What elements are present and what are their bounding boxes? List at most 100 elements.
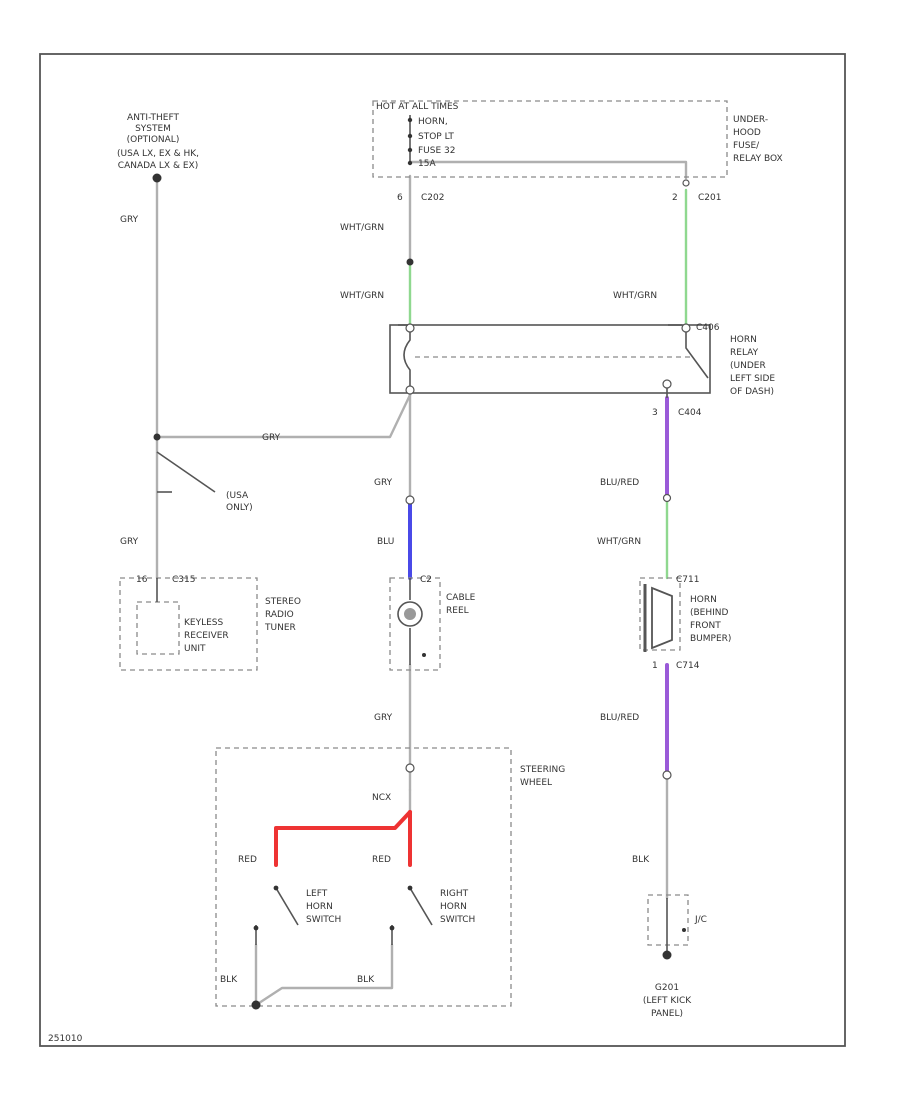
c404-pin-label: 3: [652, 408, 658, 418]
wire-label-gry-top-left: GRY: [120, 215, 139, 225]
left-switch-label-2: HORN: [306, 902, 333, 912]
cable-reel-spool-inner: [404, 608, 416, 620]
wire-label-wht-grn-2: WHT/GRN: [340, 291, 384, 301]
horn-body: [651, 586, 673, 650]
ground-label-1: G201: [655, 983, 679, 993]
wire-label-gry-left-low: GRY: [120, 537, 139, 547]
wire-gry-to-relay: [155, 393, 412, 439]
fuse-location-3: FUSE/: [733, 141, 760, 151]
connector-gry-blu: [405, 495, 415, 505]
relay-pin-br: [662, 379, 672, 389]
c202-pin-label: 6: [397, 193, 403, 203]
horn-relay-label-4: LEFT SIDE: [730, 374, 775, 384]
diagram-frame: [39, 53, 846, 1047]
wire-label-gry-center: GRY: [374, 478, 393, 488]
cable-reel-label-1: CABLE: [446, 593, 476, 603]
c404-label: C404: [678, 408, 702, 418]
wire-label-red-left: RED: [238, 855, 257, 865]
right-switch-label-3: SWITCH: [440, 915, 475, 925]
left-switch-label-3: SWITCH: [306, 915, 341, 925]
left-switch-pin-top: [273, 885, 279, 891]
fuse-line-2: STOP LT: [418, 132, 454, 142]
anti-theft-label-1: ANTI-THEFT: [127, 113, 179, 123]
c201-pin-label: 2: [672, 193, 678, 203]
keyless-label-2: RECEIVER: [184, 631, 229, 641]
wire-label-blu: BLU: [377, 537, 394, 547]
anti-theft-label-2: SYSTEM: [135, 124, 171, 134]
wire-label-gry-mid: GRY: [262, 433, 281, 443]
right-switch-label-1: RIGHT: [440, 889, 469, 899]
stereo-label-2: RADIO: [265, 610, 294, 620]
fuse-pin-3: [407, 147, 413, 153]
c2-label: C2: [420, 575, 432, 585]
ground-label-2: (LEFT KICK: [643, 996, 692, 1006]
left-switch-label-1: LEFT: [306, 889, 328, 899]
relay-pin-tl: [405, 323, 415, 333]
wire-label-blu-red-1: BLU/RED: [600, 478, 639, 488]
jc-box: [647, 894, 689, 946]
jc-pin: [682, 928, 686, 932]
fuse-pin-2: [407, 133, 413, 139]
fuse-pin-1: [407, 117, 413, 123]
fuse-line-1: HORN,: [418, 117, 448, 127]
connector-steering: [405, 763, 415, 773]
anti-theft-label-5: CANADA LX & EX): [118, 161, 198, 171]
stereo-label-3: TUNER: [264, 623, 296, 633]
connector-blk-right: [662, 770, 672, 780]
relay-pin-bl: [405, 385, 415, 395]
cable-reel-label-2: REEL: [446, 606, 469, 616]
jc-label: J/C: [694, 915, 707, 925]
wire-red-left: [274, 810, 412, 867]
right-horn-switch-arm: [409, 887, 433, 926]
left-horn-switch-arm: [275, 887, 299, 926]
wire-label-red-right: RED: [372, 855, 391, 865]
c406-label: C406: [696, 323, 720, 333]
fuse-line-4: 15A: [418, 159, 436, 169]
wire-label-blk-bottom-mid: BLK: [357, 975, 375, 985]
steering-wheel-box: [215, 747, 512, 1007]
wire-label-blk-bottom-left: BLK: [220, 975, 238, 985]
horn-label-3: FRONT: [690, 621, 721, 631]
connector-blu-red: [662, 493, 672, 503]
right-switch-pin-top: [407, 885, 413, 891]
right-switch-pin-bot: [389, 925, 395, 931]
fuse-location-2: HOOD: [733, 128, 761, 138]
anti-theft-label-4: (USA LX, EX & HK,: [117, 149, 199, 159]
c714-label: C714: [676, 661, 700, 671]
ground-point-right: [662, 950, 672, 960]
c201-label: C201: [698, 193, 721, 203]
horn-box: [639, 577, 681, 651]
wire-label-wht-grn-3: WHT/GRN: [613, 291, 657, 301]
horn-relay-label-5: OF DASH): [730, 387, 774, 397]
c711-label: C711: [676, 575, 699, 585]
horn-label-1: HORN: [690, 595, 717, 605]
c315-label: C315: [172, 575, 195, 585]
usa-only-label-1: (USA: [226, 491, 249, 501]
horn-label-4: BUMPER): [690, 634, 731, 644]
wire-label-wht-grn-1: WHT/GRN: [340, 223, 384, 233]
steering-label-2: WHEEL: [520, 778, 552, 788]
anti-theft-terminal: [152, 173, 162, 183]
keyless-receiver-box: [136, 601, 180, 655]
stereo-radio-box: [119, 577, 258, 671]
steering-label-1: STEERING: [520, 765, 565, 775]
anti-theft-label-3: (OPTIONAL): [127, 135, 180, 145]
diagram-code: 251010: [48, 1034, 83, 1044]
fuse-pin-4: [407, 160, 413, 166]
right-switch-label-2: HORN: [440, 902, 467, 912]
cable-reel-box: [389, 577, 441, 671]
wire-label-wht-grn-4: WHT/GRN: [597, 537, 641, 547]
fuse-location-1: UNDER-: [733, 115, 768, 125]
c714-pin-label: 1: [652, 661, 658, 671]
relay-pin-tr: [681, 323, 691, 333]
c315-pin-label: 16: [136, 575, 148, 585]
relay-coil-left: [403, 325, 411, 393]
stereo-label-1: STEREO: [265, 597, 301, 607]
wire-blk-mid-ground: [254, 943, 394, 1007]
keyless-label-3: UNIT: [184, 644, 206, 654]
c201-pin-dot: [682, 179, 690, 187]
wire-label-blk-right: BLK: [632, 855, 650, 865]
usa-only-label-2: ONLY): [226, 503, 253, 513]
horn-label-2: (BEHIND: [690, 608, 729, 618]
